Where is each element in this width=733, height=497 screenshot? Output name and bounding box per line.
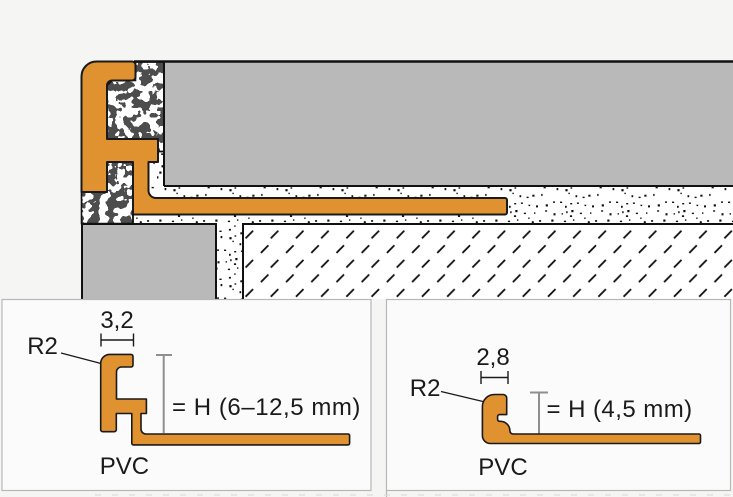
svg-text:R2: R2 bbox=[410, 375, 441, 402]
svg-text:2,8: 2,8 bbox=[476, 344, 509, 371]
svg-text:3,2: 3,2 bbox=[100, 307, 133, 334]
svg-text:PVC: PVC bbox=[100, 453, 149, 480]
svg-text:R2: R2 bbox=[27, 333, 58, 360]
svg-text:PVC: PVC bbox=[478, 454, 527, 481]
svg-text:= H (6–12,5 mm): = H (6–12,5 mm) bbox=[172, 394, 361, 421]
svg-text:= H (4,5 mm): = H (4,5 mm) bbox=[547, 396, 693, 423]
